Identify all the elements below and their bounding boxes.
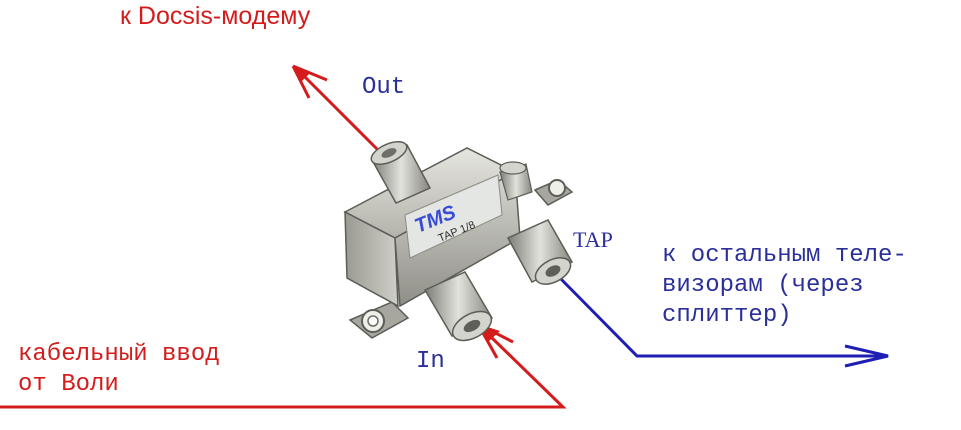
out-arrow: [291, 64, 380, 152]
label-in: In: [416, 348, 445, 375]
label-tap: TAP: [573, 227, 613, 252]
tap-connector: [506, 219, 574, 285]
in-connector: [423, 271, 494, 342]
label-to-other-tvs-line: сплиттер): [662, 302, 792, 329]
label-cable-input: кабельный ввод от Воли: [18, 340, 220, 400]
label-to-modem: к Docsis-модему: [120, 2, 311, 30]
label-out: Out: [362, 74, 406, 101]
tap-device: TMS TAP 1/8: [343, 140, 574, 342]
out-connector: [370, 140, 432, 204]
label-to-other-tvs: к остальным теле- визорам (через сплитте…: [662, 241, 907, 331]
tap-line: [558, 276, 889, 368]
rear-connector: [499, 161, 533, 201]
label-to-other-tvs-line: к остальным теле-: [662, 242, 907, 269]
label-to-other-tvs-line: визорам (через: [662, 272, 864, 299]
label-cable-input-line: от Воли: [18, 371, 119, 398]
label-cable-input-line: кабельный ввод: [18, 341, 220, 368]
